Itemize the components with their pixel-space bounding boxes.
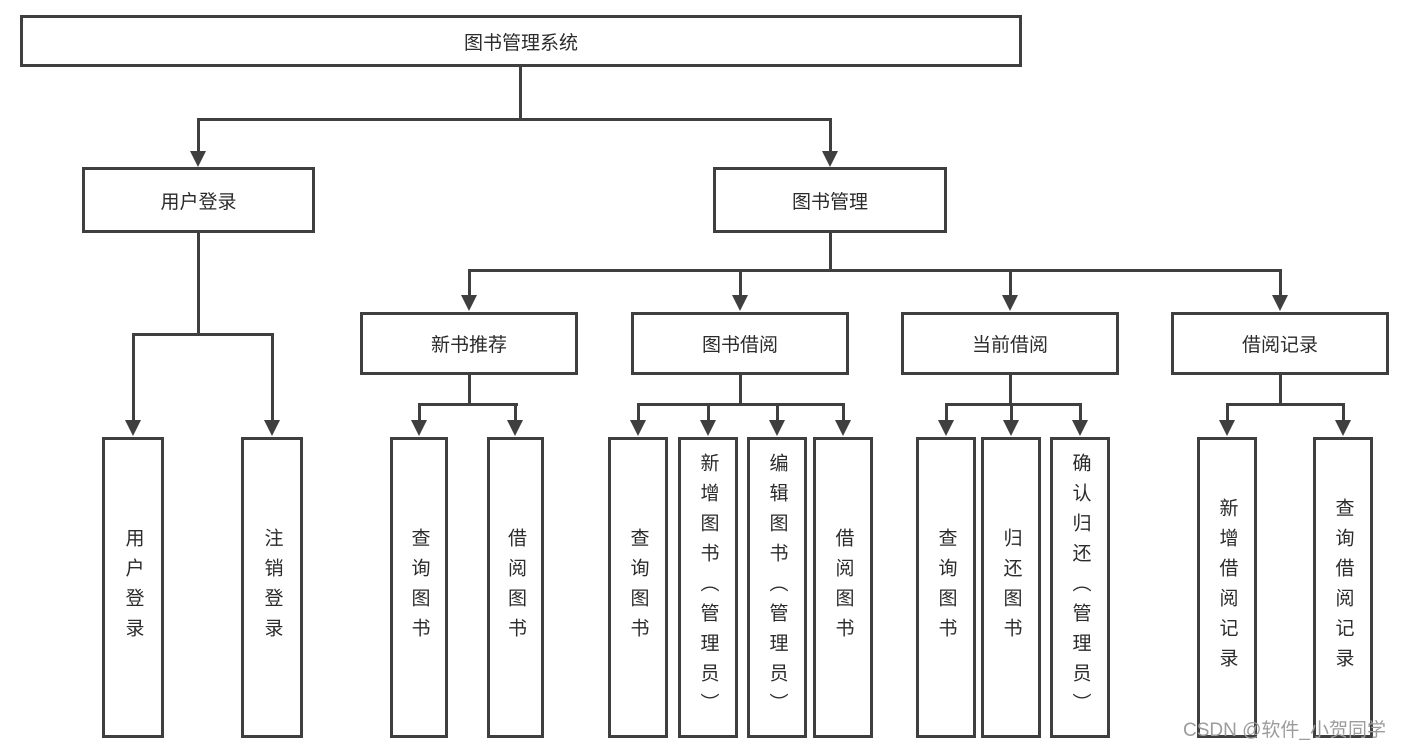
arrow-borrow-leaf-0 [630,406,646,436]
arrow-current-leaf-1 [1003,406,1019,436]
arrow-to-borrow [732,272,748,311]
leaf-borrow-2: 编辑图书（管理员） [747,437,807,738]
node-records-label: 借阅记录 [1241,335,1318,356]
node-root-label: 图书管理系统 [463,32,578,54]
arrow-to-current [1002,272,1018,311]
node-user-login-label: 用户登录 [160,191,237,213]
arrow-records-leaf-1 [1335,406,1351,436]
connector-current-bar [944,403,1082,406]
arrow-to-leaf-logout [264,336,280,436]
connector-borrow-stem [738,375,742,406]
leaf-new-books-0: 查询图书 [390,437,448,738]
arrow-to-leaf-login [125,336,141,436]
arrow-to-user-login [190,121,206,167]
connector-borrow-bar [636,403,845,406]
connector-records-stem [1278,375,1282,406]
leaf-current-0: 查询图书 [916,437,976,738]
node-borrow: 图书借阅 [631,312,849,375]
leaf-user-login-1: 注销登录 [241,437,303,738]
arrow-current-leaf-2 [1072,406,1088,436]
leaf-current-2: 确认归还（管理员） [1050,437,1110,738]
node-book-mgmt-label: 图书管理 [791,191,868,213]
leaf-current-0-label: 查询图书 [935,527,957,648]
connector-root-stem [519,67,522,120]
connector-new-books-bar [417,403,518,406]
leaf-borrow-2-label: 编辑图书（管理员） [766,452,788,723]
arrow-borrow-leaf-1 [700,406,716,436]
leaf-user-login-0-label: 用户登录 [122,527,144,648]
arrow-to-records [1272,272,1288,311]
node-new-books: 新书推荐 [360,312,578,375]
node-user-login: 用户登录 [82,167,315,233]
connector-records-bar [1225,403,1345,406]
node-root: 图书管理系统 [20,15,1022,67]
leaf-current-1-label: 归还图书 [1000,527,1022,648]
leaf-borrow-3-label: 借阅图书 [832,527,854,648]
csdn-watermark: CSDN @软件_小贺同学 [1183,720,1386,741]
leaf-new-books-1-label: 借阅图书 [505,527,526,648]
node-current-label: 当前借阅 [971,335,1048,356]
leaf-records-0: 新增借阅记录 [1197,437,1257,738]
connector-user-login-stem [196,233,200,336]
arrow-borrow-leaf-3 [835,406,851,436]
leaf-new-books-0-label: 查询图书 [408,527,430,648]
arrow-borrow-leaf-2 [769,406,785,436]
leaf-borrow-1-label: 新增图书（管理员） [697,452,719,723]
connector-new-books-stem [467,375,471,406]
arrow-new-books-leaf-1 [507,406,523,436]
connector-user-login-bar [131,333,274,336]
leaf-user-login-1-label: 注销登录 [261,527,283,648]
connector-current-stem [1008,375,1012,406]
leaf-current-1: 归还图书 [981,437,1041,738]
connector-book-mgmt-bar [467,269,1282,272]
leaf-records-0-label: 新增借阅记录 [1216,497,1238,678]
leaf-borrow-3: 借阅图书 [813,437,873,738]
leaf-borrow-1: 新增图书（管理员） [678,437,738,738]
node-borrow-label: 图书借阅 [701,335,778,356]
leaf-user-login-0: 用户登录 [102,437,164,738]
node-records: 借阅记录 [1171,312,1389,375]
node-book-mgmt: 图书管理 [713,167,947,233]
connector-book-mgmt-stem [828,233,832,272]
arrow-current-leaf-0 [938,406,954,436]
arrow-to-new-books [461,272,477,311]
arrow-records-leaf-0 [1219,406,1235,436]
leaf-records-1: 查询借阅记录 [1313,437,1373,738]
node-current: 当前借阅 [901,312,1119,375]
arrow-to-book-mgmt [822,121,838,167]
leaf-new-books-1: 借阅图书 [487,437,544,738]
leaf-current-2-label: 确认归还（管理员） [1069,452,1091,723]
connector-root-bar [197,118,832,121]
leaf-borrow-0: 查询图书 [608,437,668,738]
arrow-new-books-leaf-0 [411,406,427,436]
leaf-records-1-label: 查询借阅记录 [1332,497,1354,678]
node-new-books-label: 新书推荐 [430,335,507,356]
leaf-borrow-0-label: 查询图书 [627,527,649,648]
